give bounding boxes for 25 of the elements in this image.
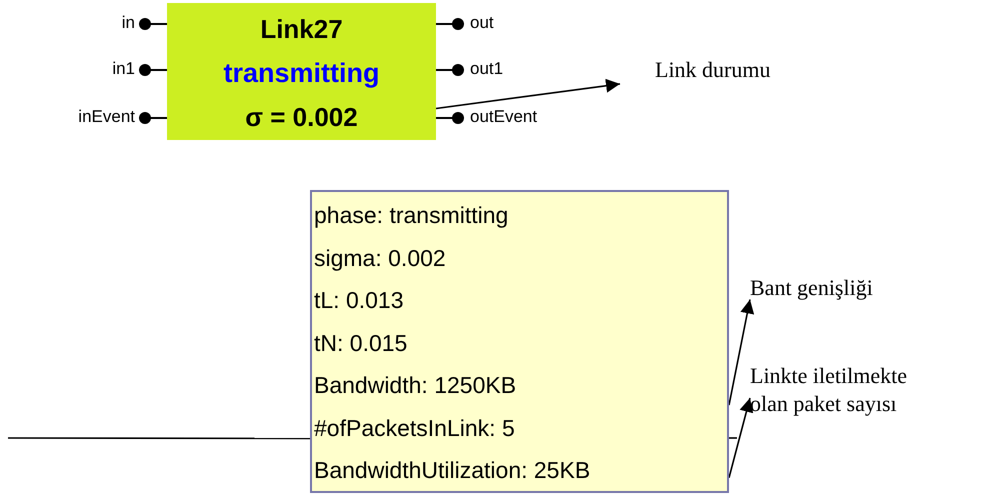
- port-label: in1: [112, 59, 135, 79]
- connector-line: [8, 437, 310, 440]
- state-variable-text: sigma: 0.002: [314, 244, 446, 273]
- port-label: inEvent: [78, 107, 135, 127]
- state-variable-text: tL: 0.013: [314, 286, 404, 315]
- callout-text: Bant genişliği: [750, 274, 873, 302]
- leader-arrow: [728, 398, 754, 478]
- state-variable-text: phase: transmitting: [314, 201, 508, 230]
- port-label: out1: [470, 59, 504, 79]
- state-variable-text: tN: 0.015: [314, 328, 408, 358]
- leader-arrow: [728, 299, 754, 406]
- state-text: transmitting: [223, 57, 380, 90]
- state-variable-text: Bandwidth: 1250KB: [314, 371, 516, 400]
- state-variable-text: #ofPacketsInLink: 5: [314, 414, 515, 442]
- state-variable-text: BandwidthUtilization: 25KB: [314, 456, 590, 485]
- port-label: outEvent: [470, 107, 538, 127]
- sigma-value: σ = 0.002: [245, 101, 358, 134]
- port-label: out: [470, 13, 494, 33]
- callout-text: Link durumu: [655, 56, 770, 84]
- callout-text: Linkte iletilmekte olan paket sayısı: [750, 362, 908, 418]
- tooltip-box: [310, 190, 729, 493]
- model-block: [167, 3, 436, 140]
- leader-arrow: [436, 78, 620, 110]
- block-name: Link27: [260, 13, 343, 46]
- port-label: in: [122, 13, 135, 33]
